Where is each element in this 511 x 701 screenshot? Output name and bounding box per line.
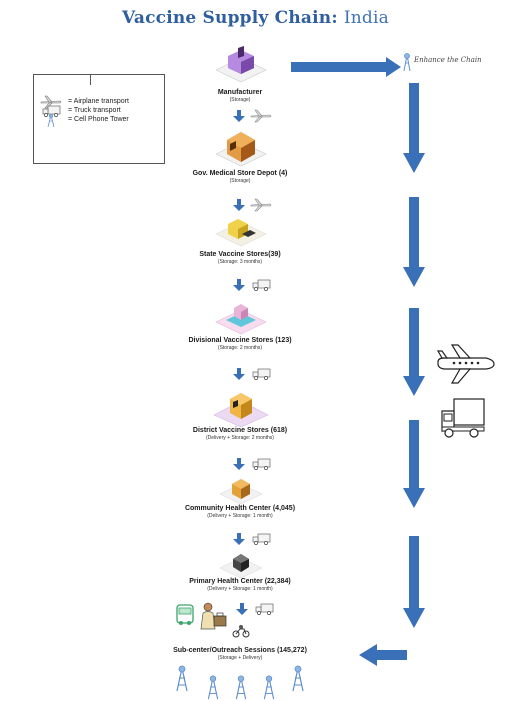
return-arrow [359,644,407,666]
enhance-label: Enhance the Chain [414,56,482,64]
node-primary-health-center: Primary Health Center (22,384) (Delivery… [140,578,340,592]
motorbike-icon [232,625,250,638]
divisional-store-building-icon [215,304,267,335]
node-name: Community Health Center (4,045) [184,505,296,512]
node-name: State Vaccine Stores(39) [199,251,281,258]
node-divisional-stores: Divisional Vaccine Stores (123) (Storage… [140,337,340,351]
truck-icon [441,398,485,438]
bus-icon [176,604,194,625]
right-arrow-1 [403,83,425,173]
enhance-arrow [291,57,401,77]
node-district-stores: District Vaccine Stores (618) (Delivery … [140,427,340,441]
legend: = Airplane transport = Truck transport =… [33,74,165,164]
airplane-icon [250,198,272,212]
title-main: Vaccine Supply Chain: [122,8,338,28]
enhance-tower-icon [403,53,411,72]
flow-arrow-icon [233,533,245,545]
node-name: Sub-center/Outreach Sessions (145,272) [173,647,307,654]
node-community-health-center: Community Health Center (4,045) (Deliver… [140,505,340,519]
node-sub: (Storage: 2 months) [217,345,263,351]
airplane-icon [40,95,62,109]
flow-arrow-icon [233,458,245,470]
truck-icon [252,533,271,545]
node-state-stores: State Vaccine Stores(39) (Storage: 3 mon… [140,251,340,265]
cell-tower-icon [176,665,188,692]
title-country: India [343,8,389,28]
flow-arrow-icon [233,199,245,211]
node-manufacturer: Manufacturer (Storage) [140,89,340,103]
right-arrow-2 [403,197,425,287]
page-title: Vaccine Supply Chain:India [0,8,511,28]
depot-building-icon [215,132,267,167]
node-sub: (Delivery + Storage: 2 months) [206,435,274,441]
node-name: Divisional Vaccine Stores (123) [188,337,292,344]
truck-icon [252,368,271,380]
chc-building-icon [219,479,263,505]
right-arrow-4 [403,420,425,508]
node-sub: (Delivery + Storage: 1 month) [207,586,273,592]
truck-icon [252,458,271,470]
node-sub: (Storage) [229,97,251,103]
node-name: Primary Health Center (22,384) [189,578,291,585]
cell-tower-icon [47,113,55,127]
district-store-building-icon [213,393,269,428]
legend-label-truck: = Truck transport [68,107,121,114]
cell-tower-icon [235,675,247,700]
health-worker-icon [200,602,227,630]
cell-tower-icon [263,675,275,700]
manufacturer-building-icon [215,46,267,83]
legend-label-airplane: = Airplane transport [68,98,129,105]
node-name: Gov. Medical Store Depot (4) [192,170,288,177]
cell-tower-icon [207,675,219,700]
node-name: Manufacturer [217,89,263,96]
flow-arrow-icon [233,279,245,291]
legend-tick [90,75,91,85]
airplane-icon [250,109,272,123]
right-arrow-3 [403,308,425,396]
flow-arrow-icon [236,603,248,615]
flow-arrow-icon [233,110,245,122]
node-name: District Vaccine Stores (618) [192,427,288,434]
cell-tower-icon [292,665,304,692]
truck-icon [42,105,61,117]
state-store-building-icon [215,219,267,247]
node-sub: (Storage + Delivery) [217,655,263,661]
truck-icon [252,279,271,291]
node-depot: Gov. Medical Store Depot (4) (Storage) [140,170,340,184]
right-arrow-5 [403,536,425,628]
phc-building-icon [219,554,263,578]
node-sub: (Storage: 3 months) [217,259,263,265]
airplane-icon [436,344,495,384]
flow-arrow-icon [233,368,245,380]
node-sub: (Delivery + Storage: 1 month) [207,513,273,519]
node-sub-center: Sub-center/Outreach Sessions (145,272) (… [140,647,340,661]
truck-icon [255,603,274,615]
legend-label-tower: = Cell Phone Tower [68,116,129,123]
node-sub: (Storage) [229,178,251,184]
